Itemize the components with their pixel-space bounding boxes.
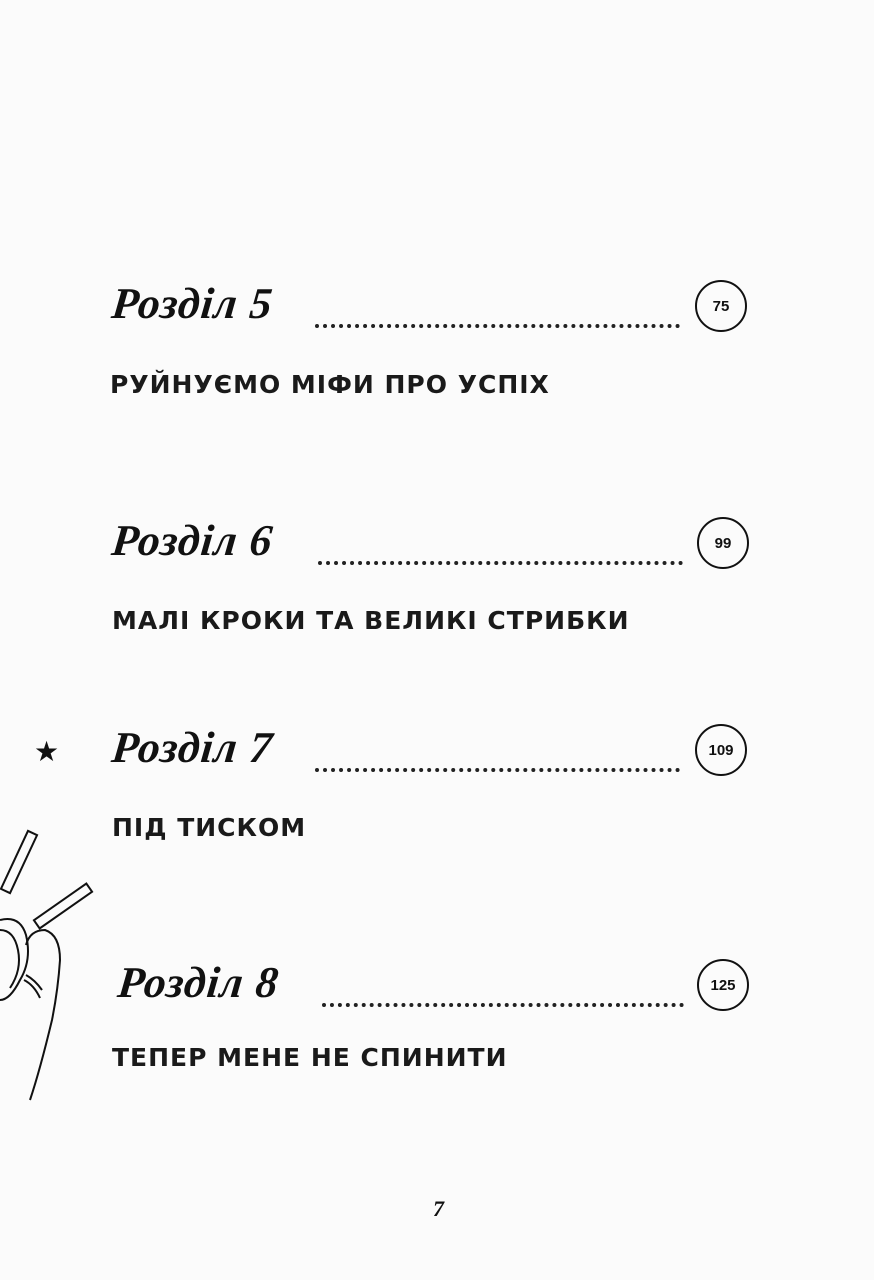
dot-leader	[322, 997, 684, 1007]
page-badge: 75	[695, 280, 747, 332]
dot-leader	[318, 555, 683, 565]
chapter-subtitle: РУЙНУЄМО МІФИ ПРО УСПІХ	[110, 370, 550, 399]
page-badge: 109	[695, 724, 747, 776]
page-badge: 99	[697, 517, 749, 569]
hand-illustration	[0, 829, 94, 1101]
toc-entry-chapter-7[interactable]: Розділ 7 109	[0, 722, 874, 782]
toc-entry-chapter-5[interactable]: Розділ 5 75	[0, 278, 874, 338]
chapter-subtitle: ПІД ТИСКОМ	[112, 813, 307, 842]
toc-entry-chapter-8[interactable]: Розділ 8 125	[0, 957, 874, 1017]
chapter-title: Розділ 7	[109, 723, 276, 772]
chapter-subtitle: ТЕПЕР МЕНЕ НЕ СПИНИТИ	[112, 1043, 508, 1072]
chapter-title: Розділ 8	[115, 958, 282, 1007]
toc-entry-chapter-6[interactable]: Розділ 6 99	[0, 515, 874, 575]
star-icon: ★	[34, 736, 60, 767]
dot-leader	[315, 762, 680, 772]
chapter-subtitle: МАЛІ КРОКИ ТА ВЕЛИКІ СТРИБКИ	[112, 606, 630, 635]
chapter-title: Розділ 5	[109, 279, 276, 328]
dot-leader	[315, 318, 680, 328]
chapter-title: Розділ 6	[109, 516, 276, 565]
page-number: 7	[433, 1196, 444, 1221]
page-badge: 125	[697, 959, 749, 1011]
